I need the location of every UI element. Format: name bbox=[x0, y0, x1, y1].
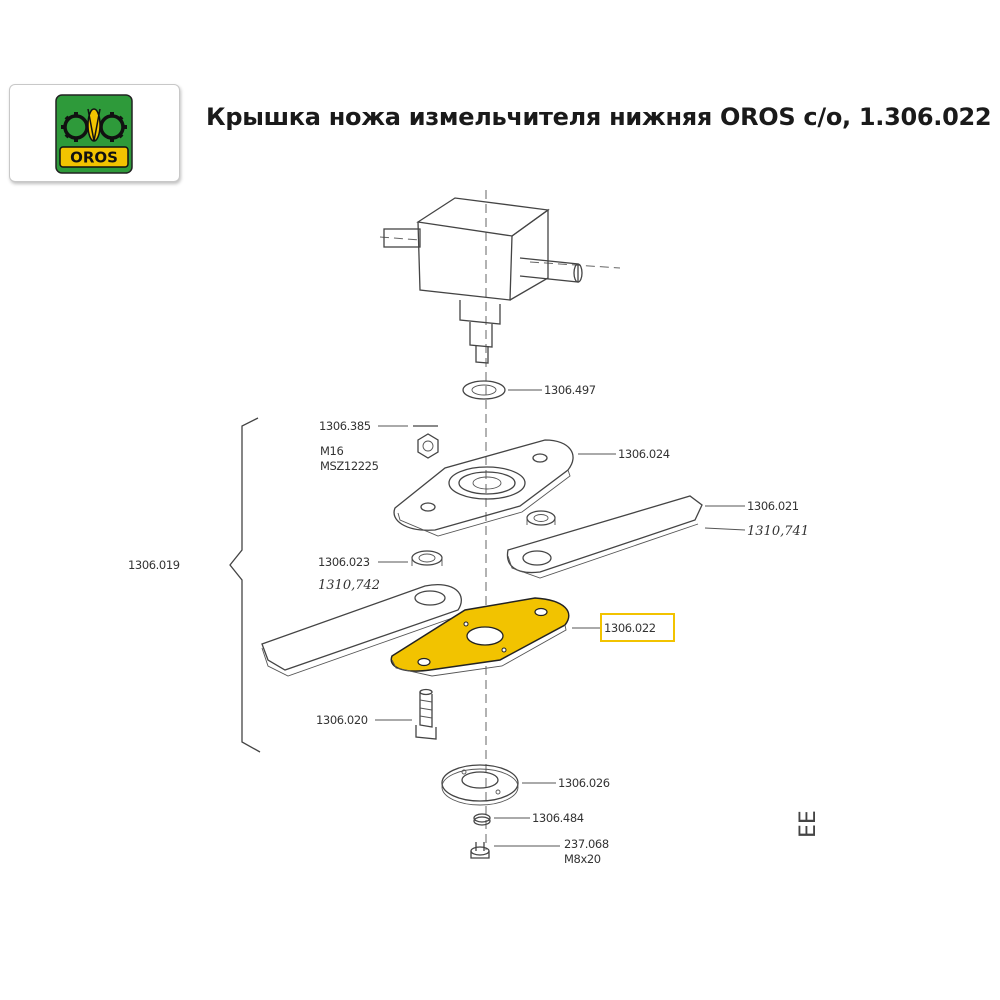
bushing-1306-023 bbox=[411, 550, 443, 566]
logo-frame: OROS bbox=[9, 84, 180, 182]
label-1306-484: 1306.484 bbox=[532, 811, 584, 825]
label-1306-023: 1306.023 bbox=[318, 555, 370, 569]
leader-1310-741 bbox=[704, 527, 746, 531]
label-237-068: 237.068 bbox=[564, 837, 609, 851]
label-1306-385: 1306.385 bbox=[319, 419, 371, 433]
logo-text: OROS bbox=[70, 149, 118, 167]
page-title: Крышка ножа измельчителя нижняя OROS c/o… bbox=[206, 103, 992, 131]
label-1306-020: 1306.020 bbox=[316, 713, 368, 727]
left-shaft-axis bbox=[379, 236, 421, 241]
nut-m16 bbox=[417, 433, 439, 459]
disc-1306-026 bbox=[441, 764, 519, 806]
washer-1306-484 bbox=[473, 813, 491, 826]
label-1310-741: 1310,741 bbox=[747, 524, 809, 539]
gearbox bbox=[383, 197, 583, 364]
screw-237-068 bbox=[470, 842, 490, 859]
upper-plate-1306-024 bbox=[393, 439, 574, 537]
label-1310-742: 1310,742 bbox=[318, 578, 380, 593]
corner-mark: ЕЕ bbox=[796, 810, 821, 838]
oros-logo: OROS bbox=[55, 94, 133, 174]
corn-leaf-icon bbox=[87, 108, 101, 142]
cover-plate-1306-022 bbox=[390, 597, 570, 677]
right-shaft-axis bbox=[529, 261, 621, 269]
gear-teeth-icon bbox=[61, 112, 127, 142]
label-1306-022: 1306.022 bbox=[604, 621, 656, 635]
label-m8x20: M8x20 bbox=[564, 852, 601, 866]
label-1306-019: 1306.019 bbox=[128, 558, 180, 572]
label-1306-021: 1306.021 bbox=[747, 499, 799, 513]
bushing-right bbox=[526, 510, 556, 526]
highlight-box bbox=[600, 613, 675, 642]
label-1306-024: 1306.024 bbox=[618, 447, 670, 461]
label-1306-026: 1306.026 bbox=[558, 776, 610, 790]
label-m16: M16 bbox=[320, 444, 343, 458]
blade-right-1306-021 bbox=[506, 495, 703, 579]
bolt-1306-020 bbox=[415, 688, 437, 740]
logo-text-plate bbox=[59, 146, 129, 168]
label-msz12225: MSZ12225 bbox=[320, 459, 379, 473]
washer-1306-497 bbox=[462, 380, 506, 400]
blade-left bbox=[261, 584, 462, 677]
label-1306-497: 1306.497 bbox=[544, 383, 596, 397]
assembly-bracket bbox=[229, 417, 261, 753]
